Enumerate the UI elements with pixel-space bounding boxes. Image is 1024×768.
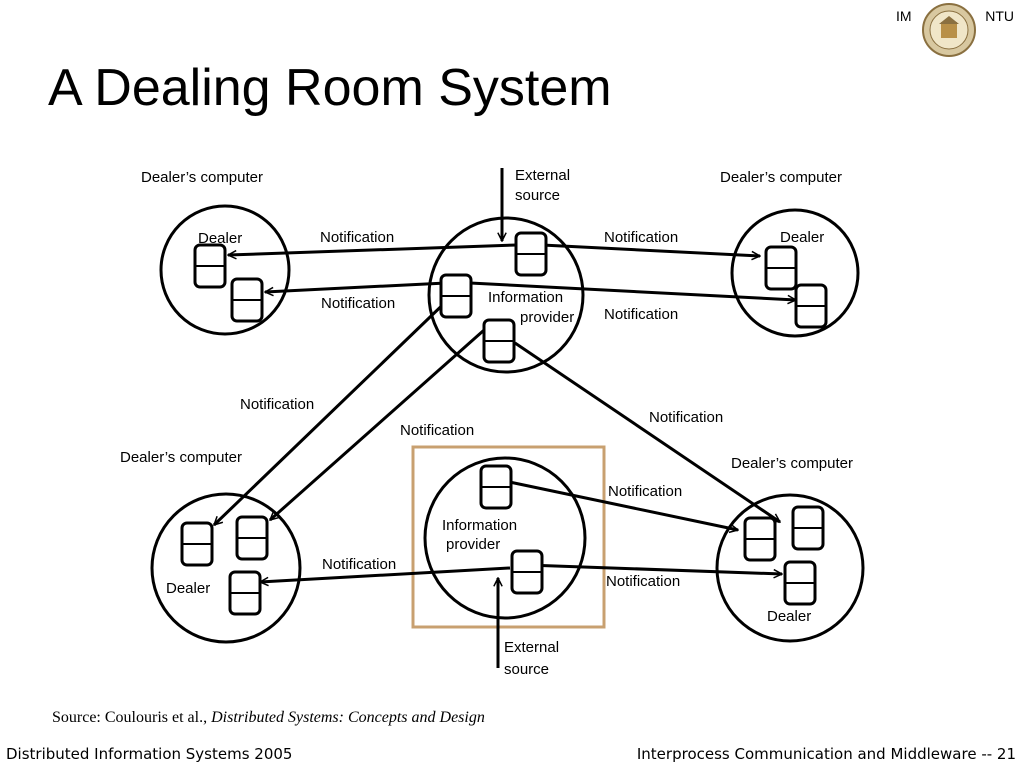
dealer-label: Dealer [767,608,811,625]
process-icon [743,516,777,562]
footer-course-title: Distributed Information Systems 2005 [6,745,293,763]
notification-arrow-2 [541,243,760,256]
process-icon [794,283,828,329]
process-icon [193,243,227,289]
notification-arrow-3 [265,281,447,292]
process-icon [510,549,544,595]
university-logo: IM NTU [896,2,1020,62]
notification-arrow-8 [499,478,738,530]
info-provider-label: provider [520,309,574,326]
dealer-computer-circle-br [715,493,865,643]
notification-label: Notification [604,306,678,323]
process-icon [439,273,473,319]
notification-arrow-10 [260,566,511,582]
footer-slide-info: Interprocess Communication and Middlewar… [636,745,1016,763]
dealers-computer-label: Dealer’s computer [720,169,842,186]
dealer-computer-circle-tr [730,208,860,338]
dealer-label: Dealer [780,229,824,246]
notification-label: Notification [649,409,723,426]
info-provider-label: Information [442,517,517,534]
process-icon [783,560,817,606]
process-icon [514,231,548,277]
notification-arrow-7 [514,341,780,524]
dealers-computer-label: Dealer’s computer [731,455,853,472]
notification-arrow-5 [214,291,457,525]
notification-label: Notification [608,483,682,500]
footer: Distributed Information Systems 2005 Int… [0,740,1024,768]
process-icon [235,515,269,561]
info-provider-highlight-box [411,445,606,629]
info-provider-label: provider [446,536,500,553]
notification-label: Notification [321,295,395,312]
process-icon [230,277,264,323]
info-provider-label: Information [488,289,563,306]
process-icon [180,521,214,567]
dealer-label: Dealer [198,230,242,247]
info-provider-circle-top [427,216,585,374]
external-source-label: source [504,661,549,678]
dealers-computer-label: Dealer’s computer [141,169,263,186]
notification-arrow-9 [526,563,782,574]
process-icon [479,464,513,510]
dealer-label: Dealer [166,580,210,597]
notification-arrow-1 [228,243,518,255]
process-icon [228,570,262,616]
notification-arrow-4 [469,281,796,300]
notification-label: Notification [400,422,474,439]
dealer-computer-circle-bl [150,492,302,644]
notification-label: Notification [320,229,394,246]
logo-im-text: IM [896,8,912,24]
external-source-label: source [515,187,560,204]
process-icon [791,505,825,551]
external-source-label: External [504,639,559,656]
source-book-title: Distributed Systems: Concepts and Design [211,709,485,726]
notification-label: Notification [240,396,314,413]
dealing-room-diagram: Dealer’s computer Dealer’s computer Deal… [120,167,865,678]
dealers-computer-label: Dealer’s computer [120,449,242,466]
source-prefix: Source: Coulouris et al., [52,709,212,726]
notification-arrow-6 [270,321,493,522]
dealer-computer-circle-tl [159,204,291,336]
notification-label: Notification [322,556,396,573]
process-icon [764,245,798,291]
slide-title: A Dealing Room System [48,59,612,117]
university-seal-icon [922,3,976,57]
source-citation: Source: Coulouris et al., Distributed Sy… [52,709,485,727]
logo-ntu-text: NTU [985,8,1014,24]
external-source-label: External [515,167,570,184]
notification-label: Notification [604,229,678,246]
info-provider-circle-bottom [423,456,587,620]
process-icon [482,318,516,364]
notification-label: Notification [606,573,680,590]
